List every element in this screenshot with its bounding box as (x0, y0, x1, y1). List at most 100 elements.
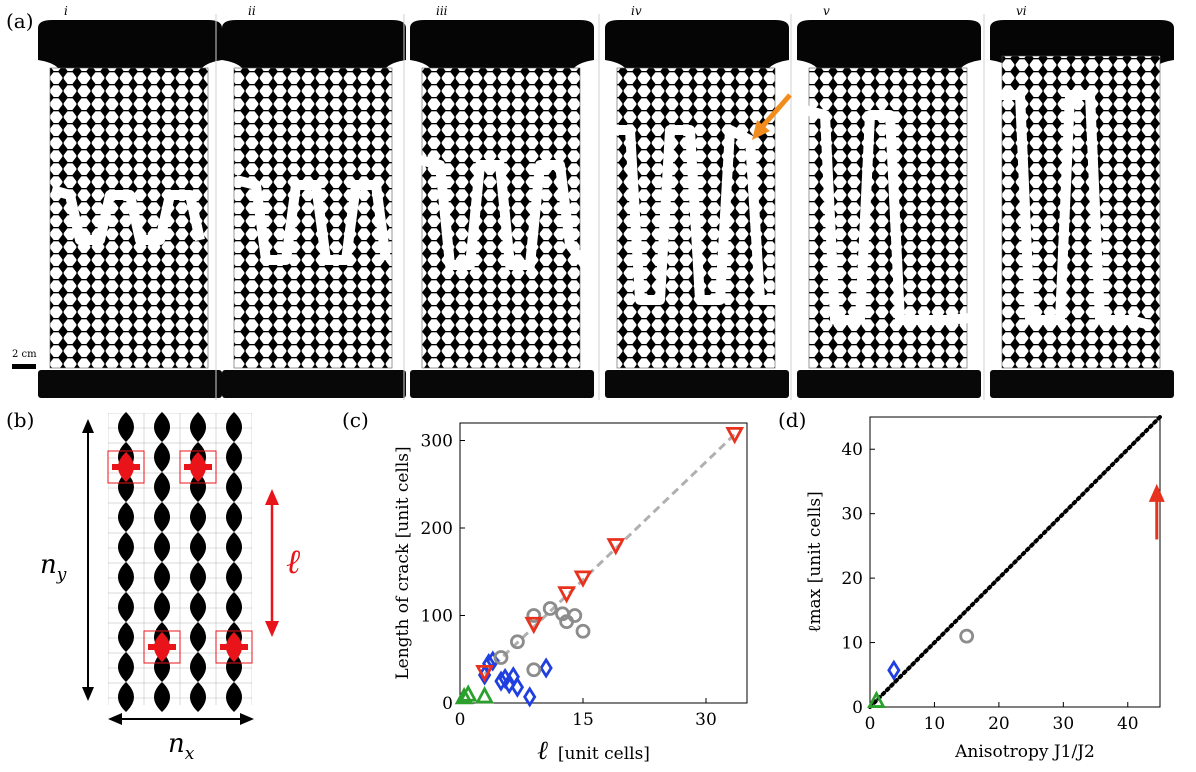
frame-label: v (823, 4, 830, 18)
lattice-cell (226, 412, 242, 442)
top-clamp (797, 20, 981, 68)
y-tick-label: 0 (442, 694, 453, 714)
x-tick-label: 0 (865, 714, 876, 734)
orange-arrow-head (752, 120, 770, 140)
crack-arrow (752, 93, 792, 140)
lattice-cell (118, 472, 134, 502)
lattice-cell (226, 682, 242, 712)
x-tick-label: 40 (1117, 714, 1139, 734)
photo-frame: iv (605, 4, 789, 398)
scale-bar-label: 2 cm (12, 349, 37, 360)
bottom-clamp (222, 370, 406, 398)
data-point-diamond (523, 686, 537, 708)
x-axis-label: ℓ[unit cells] (537, 736, 650, 766)
data-point-triangle-up (475, 686, 494, 704)
lattice-cell (190, 562, 206, 592)
x-tick-label: 10 (924, 714, 946, 734)
nx-label: nx (168, 729, 195, 764)
x-tick-label: 20 (988, 714, 1010, 734)
top-clamp (605, 20, 789, 68)
lattice-cell (226, 562, 242, 592)
lattice-cell (190, 622, 206, 652)
frame-label: vi (1016, 4, 1027, 18)
lattice-cell (154, 592, 170, 622)
lattice-cells (107, 412, 253, 712)
x-axis-label: Anisotropy J1/J2 (954, 742, 1095, 762)
crack-path (1000, 90, 1152, 330)
lattice-cell (154, 502, 170, 532)
panel-c-label: (c) (342, 408, 369, 432)
ell-label: ℓ (286, 542, 300, 582)
bottom-clamp (990, 370, 1174, 398)
ell-arrow (265, 489, 279, 637)
panel-a-label: (a) (6, 9, 34, 33)
bottom-clamp (605, 370, 789, 398)
data-point-diamond (539, 657, 553, 679)
crack-path (803, 105, 971, 325)
bottom-clamp (410, 370, 594, 398)
highlighted-bond (148, 644, 176, 650)
crack-path (234, 175, 391, 265)
top-clamp (222, 20, 406, 68)
lattice-cell (118, 682, 134, 712)
trend-line (483, 433, 736, 676)
frame-label: ii (248, 4, 256, 18)
data-point-triangle-down (573, 570, 593, 588)
lattice-cell (118, 412, 134, 442)
panel-d-label: (d) (778, 408, 806, 432)
top-clamp (38, 20, 222, 68)
y-tick-label: 100 (421, 607, 453, 627)
y-tick-label: 30 (841, 505, 863, 525)
highlight-box (179, 450, 217, 484)
photo-frame: v (797, 4, 981, 398)
x-tick-label: 0 (455, 710, 466, 730)
highlighted-bond (220, 644, 248, 650)
lattice-cell (190, 502, 206, 532)
lattice-cell (154, 652, 170, 682)
top-clamp (410, 20, 594, 68)
y-tick-label: 20 (841, 569, 863, 589)
lattice-cell (190, 652, 206, 682)
red-arrow-head (1148, 483, 1165, 502)
data-point-circle (959, 628, 975, 644)
crack-path (50, 185, 205, 245)
data-point-circle (526, 608, 542, 623)
y-tick-label: 10 (841, 634, 863, 654)
y-tick-label: 300 (421, 432, 453, 452)
crack-path (610, 125, 780, 305)
highlight-box (215, 630, 253, 664)
lattice-cell (226, 592, 242, 622)
data-point-circle (509, 634, 525, 650)
lattice-cell (154, 562, 170, 592)
lattice-cell (226, 442, 242, 472)
frame-label: i (64, 4, 68, 18)
data-point-triangle-down (475, 664, 494, 683)
x-tick-label: 30 (1053, 714, 1075, 734)
plot-frame (459, 422, 748, 704)
y-tick-label: 200 (421, 519, 453, 539)
data-point-triangle-up (458, 684, 478, 702)
panel-b-label: (b) (6, 408, 34, 432)
data-point-diamond (494, 670, 508, 692)
plot-frame (869, 416, 1161, 708)
y-axis-label: Length of crack [unit cells] (393, 446, 413, 679)
frame-label: iv (631, 4, 642, 18)
ny-label: ny (40, 550, 67, 585)
y-tick-label: 40 (841, 440, 863, 460)
lattice-cell (190, 592, 206, 622)
data-point-triangle-up (454, 686, 474, 705)
data-point-triangle-up (867, 690, 886, 708)
highlighted-bond (112, 464, 140, 470)
data-point-circle (542, 601, 558, 616)
scale-bar-line (12, 364, 36, 369)
lattice-cell (118, 502, 134, 532)
lattice-cell (118, 532, 134, 562)
data-point-diamond (887, 659, 901, 681)
lattice-cell (118, 592, 134, 622)
lattice-cell (118, 652, 134, 682)
highlight-box (143, 630, 181, 664)
